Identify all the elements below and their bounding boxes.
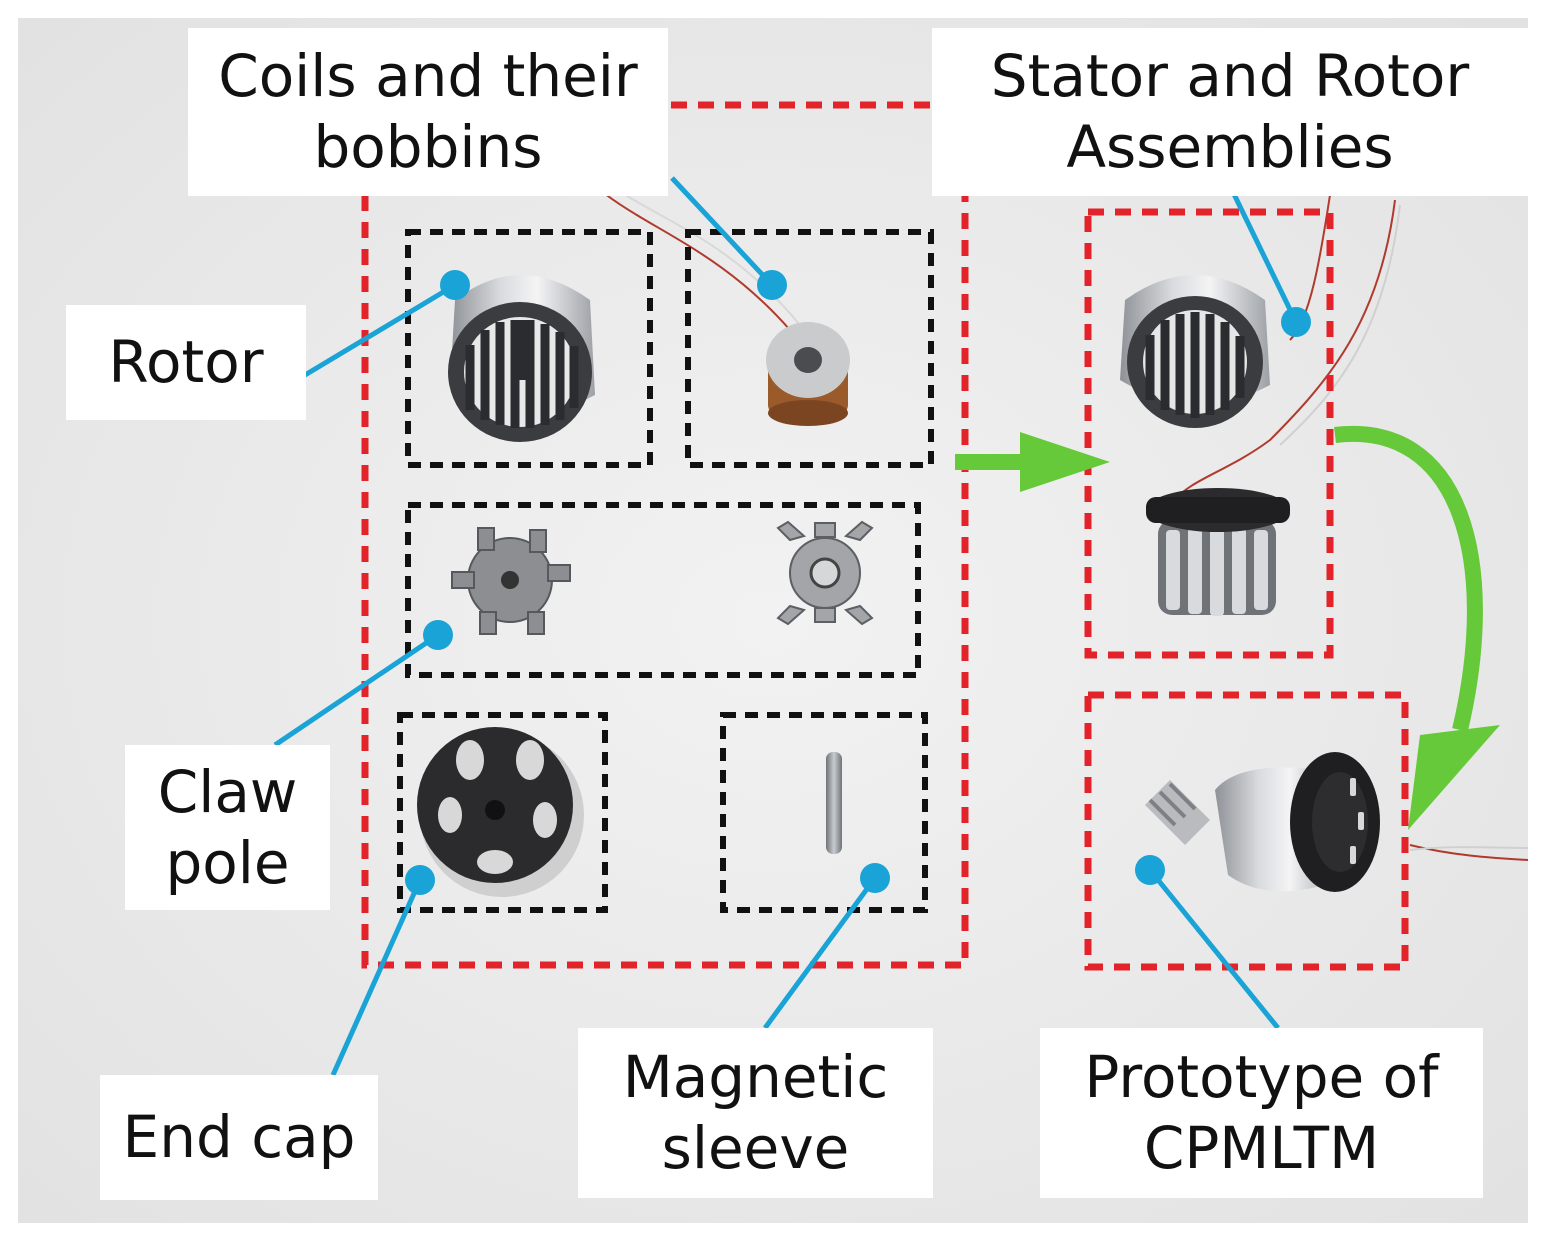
claw-pole-outline [405,502,921,678]
assembly-arrow-head [1020,432,1110,492]
label-claw-pole: Claw pole [125,745,330,910]
label-stator-and-rotor-assemblies: Stator and Rotor Assemblies [932,28,1528,196]
claw-pole-bore [501,571,519,589]
leader-assemblies [1229,188,1299,324]
leader-magnetic-sleeve [762,876,878,1030]
magnetic-sleeve-outline [720,712,928,913]
leader-end-cap [330,878,423,1077]
label-rotor: Rotor [66,305,306,420]
claw-pole-hub [809,557,841,589]
label-prototype-of-cpmltm: Prototype of CPMLTM [1040,1028,1483,1198]
end-cap-part [417,727,584,897]
label-magnetic-sleeve: Magnetic sleeve [578,1028,933,1198]
leader-claw-pole [273,632,440,748]
all-parts-outline [361,101,969,969]
flow-arrows [955,425,1500,830]
stator-assembly-part [1146,488,1290,616]
leader-coils [670,176,774,287]
prototype-outline [1084,691,1409,971]
rotor-outline [405,229,653,468]
prototype-arrow-head [1408,725,1500,830]
coil-outline [685,229,934,468]
rotor-part [448,275,595,442]
part-outlines [397,229,934,913]
prototype-arrow-shaft [1334,425,1483,732]
leader-rotor [303,282,457,378]
label-coils-and-bobbins: Coils and their bobbins [188,28,668,196]
component-group-outlines [361,101,1409,971]
leader-dots [405,270,1311,895]
leader-lines [273,176,1299,1077]
rotor-assembly-part [1120,275,1270,428]
prototype-part [1145,752,1380,892]
coil-bobbin-part [766,322,850,426]
magnetic-sleeve-part [826,752,842,854]
leader-prototype [1148,868,1280,1030]
assemblies-outline [1084,208,1334,659]
label-end-cap: End cap [100,1075,378,1200]
